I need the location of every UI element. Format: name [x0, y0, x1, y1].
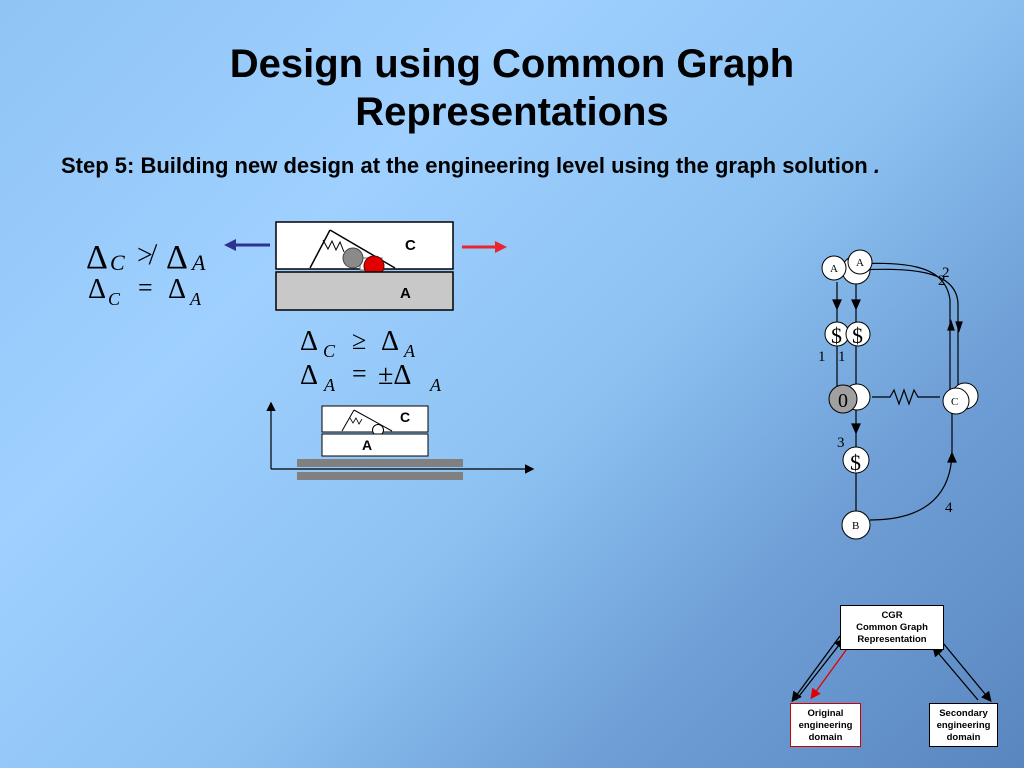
slide-title: Design using Common Graph Representation… — [0, 40, 1024, 136]
edge-label-3: 3 — [837, 435, 845, 451]
node-zero-label: 0 — [838, 390, 848, 412]
cgr-line-3: Representation — [857, 634, 927, 645]
node-c — [942, 387, 970, 415]
eq3-delta-left: Δ — [300, 326, 318, 357]
block-a-bottom — [321, 433, 429, 457]
block-a-top-label: A — [400, 285, 411, 302]
eq3-delta-right: Δ — [381, 326, 399, 357]
mechanism-bottom: C A — [266, 401, 535, 480]
eq4-delta-left: Δ — [300, 360, 318, 391]
svg-text:$: $ — [852, 323, 863, 348]
eq4-sub-left: A — [323, 375, 336, 395]
cgr-box: CGR Common Graph Representation — [840, 605, 944, 650]
equation-2: Δ C = Δ A — [88, 273, 202, 309]
eq3-sub-right: A — [403, 341, 416, 361]
block-a-bottom-label: A — [362, 437, 372, 453]
ball-gray — [342, 247, 364, 269]
edge-cgr-to-secondary — [942, 642, 992, 703]
edge-2b — [857, 268, 959, 392]
block-a-top — [275, 271, 454, 311]
eq1-sub-right: A — [190, 250, 206, 275]
node-a-1-label: A — [830, 263, 838, 275]
node-a-2 — [847, 249, 873, 275]
ground-bar-1 — [297, 459, 463, 467]
spring-top — [322, 239, 345, 253]
mechanism-top: C A — [224, 221, 507, 311]
eq1-delta-left: Δ — [86, 239, 108, 276]
svg-text:$: $ — [850, 450, 861, 475]
eq2-sub-right: A — [189, 289, 202, 309]
step-text: Step 5: Building new design at the engin… — [61, 148, 1001, 184]
equation-3: Δ C ≥ Δ A — [300, 326, 416, 361]
eq2-sub-left: C — [108, 289, 121, 309]
node-b-label: B — [852, 520, 859, 532]
ground-bar-2 — [297, 472, 463, 480]
eq4-delta-right: ±Δ — [378, 360, 411, 391]
node-s-2 — [845, 321, 871, 347]
node-a-1 — [821, 255, 847, 281]
equation-4: Δ A = ±Δ A — [300, 359, 442, 395]
cgr-diagram — [791, 635, 992, 703]
sec-line-1: Secondary — [939, 708, 988, 719]
eq1-operator: ≯ — [137, 240, 158, 271]
cgr-line-2: Common Graph — [856, 622, 928, 633]
node-zero — [828, 384, 858, 414]
graph-nodes: A A $ $ 0 C $ B 1 1 2 2 3 4 — [818, 249, 979, 540]
sec-line-2: engineering — [936, 720, 991, 731]
arrow-right-head — [495, 241, 507, 253]
title-line-1: Design using Common Graph — [229, 42, 795, 86]
eq4-operator: = — [352, 359, 367, 388]
eq4-sub-right: A — [429, 375, 442, 395]
block-c-bottom-label: C — [400, 409, 410, 425]
step-text-dot: . — [873, 153, 880, 178]
edge-label-2b: 2 — [938, 273, 946, 289]
edge-label-1b: 1 — [838, 349, 846, 365]
edge-original-to-cgr — [795, 637, 845, 701]
arrow-left-head — [224, 239, 236, 251]
svg-text:$: $ — [831, 323, 842, 348]
edge-4 — [869, 412, 953, 521]
secondary-domain-box: Secondary engineering domain — [929, 703, 998, 747]
block-c-top-label: C — [405, 237, 416, 254]
original-domain-box: Original engineering domain — [790, 703, 861, 747]
orig-line-3: domain — [808, 732, 843, 743]
eq2-operator: = — [138, 273, 153, 302]
eq2-delta-right: Δ — [168, 274, 186, 305]
title-line-2: Representations — [355, 90, 669, 134]
node-c-label: C — [951, 396, 958, 408]
edge-label-4: 4 — [945, 500, 953, 516]
eq2-delta-left: Δ — [88, 274, 106, 305]
sec-line-3: domain — [946, 732, 981, 743]
eq1-sub-left: C — [110, 250, 125, 275]
node-a-2-label: A — [856, 257, 864, 269]
equation-1: Δ C ≯ Δ A — [86, 239, 206, 276]
eq1-delta-right: Δ — [166, 239, 188, 276]
edge-cgr-to-original — [810, 645, 850, 700]
eq3-sub-left: C — [323, 341, 336, 361]
edge-secondary-to-cgr — [932, 646, 979, 701]
edge-spring — [872, 388, 940, 406]
eq3-operator: ≥ — [352, 326, 366, 355]
orig-line-2: engineering — [798, 720, 853, 731]
node-s-3 — [842, 446, 870, 474]
spring-bottom — [349, 417, 363, 425]
step-text-body: Step 5: Building new design at the engin… — [61, 153, 868, 178]
cgr-line-1: CGR — [881, 610, 903, 621]
orig-line-1: Original — [807, 708, 844, 719]
edge-label-2a: 2 — [942, 265, 950, 281]
edge-label-1a: 1 — [818, 349, 826, 365]
node-b — [841, 510, 871, 540]
